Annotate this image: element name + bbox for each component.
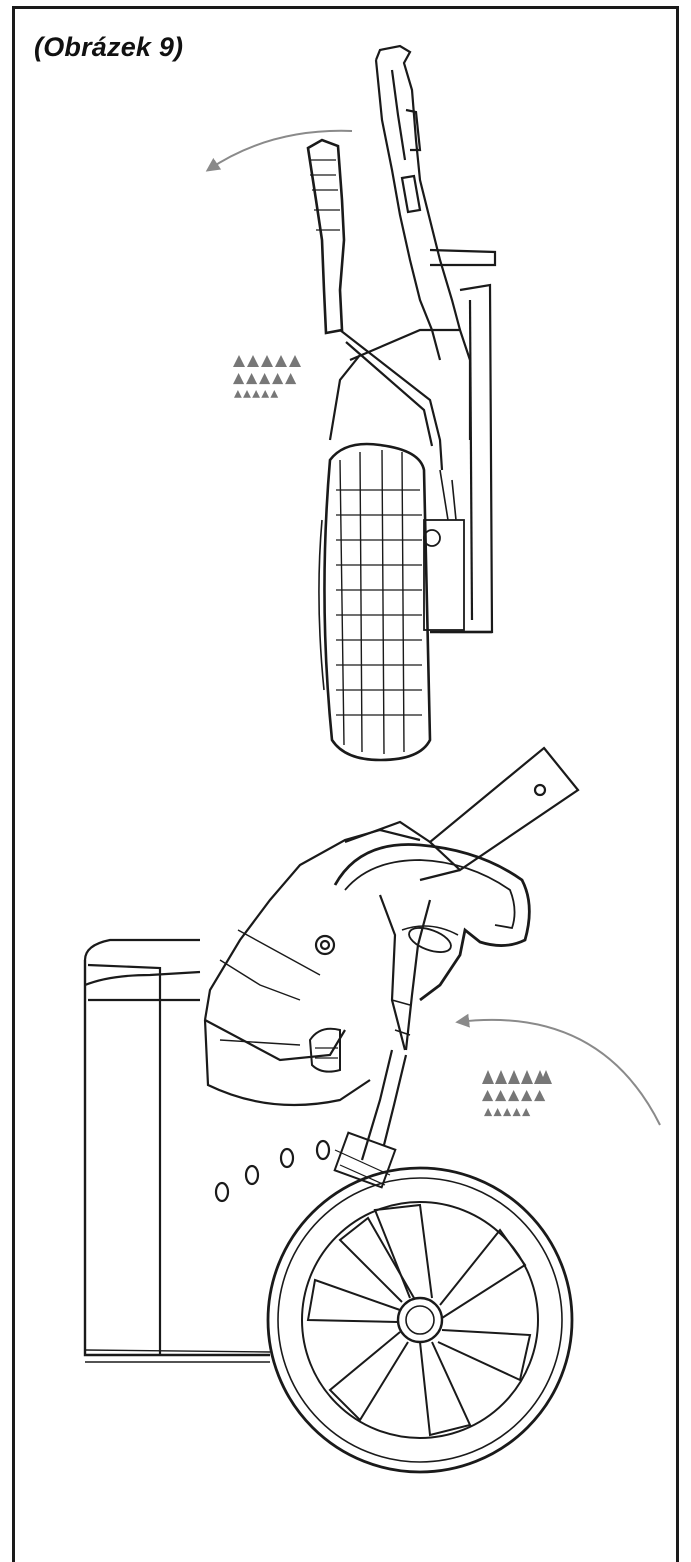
side-view-drawing (83, 746, 661, 1474)
side-wheel (266, 1166, 574, 1474)
height-marks-bottom (482, 1070, 552, 1117)
top-wheel (318, 442, 432, 762)
rotation-arrow-top (205, 129, 353, 172)
height-marks-top (233, 355, 301, 398)
figure-frame (12, 6, 679, 1562)
folded-grip (306, 138, 346, 335)
mower-deck (83, 960, 270, 1357)
rotation-arrow-bottom (455, 1013, 661, 1126)
figure-caption: (Obrázek 9) (34, 32, 184, 62)
top-view-drawing (205, 44, 497, 762)
height-lever-grip (333, 843, 531, 1002)
